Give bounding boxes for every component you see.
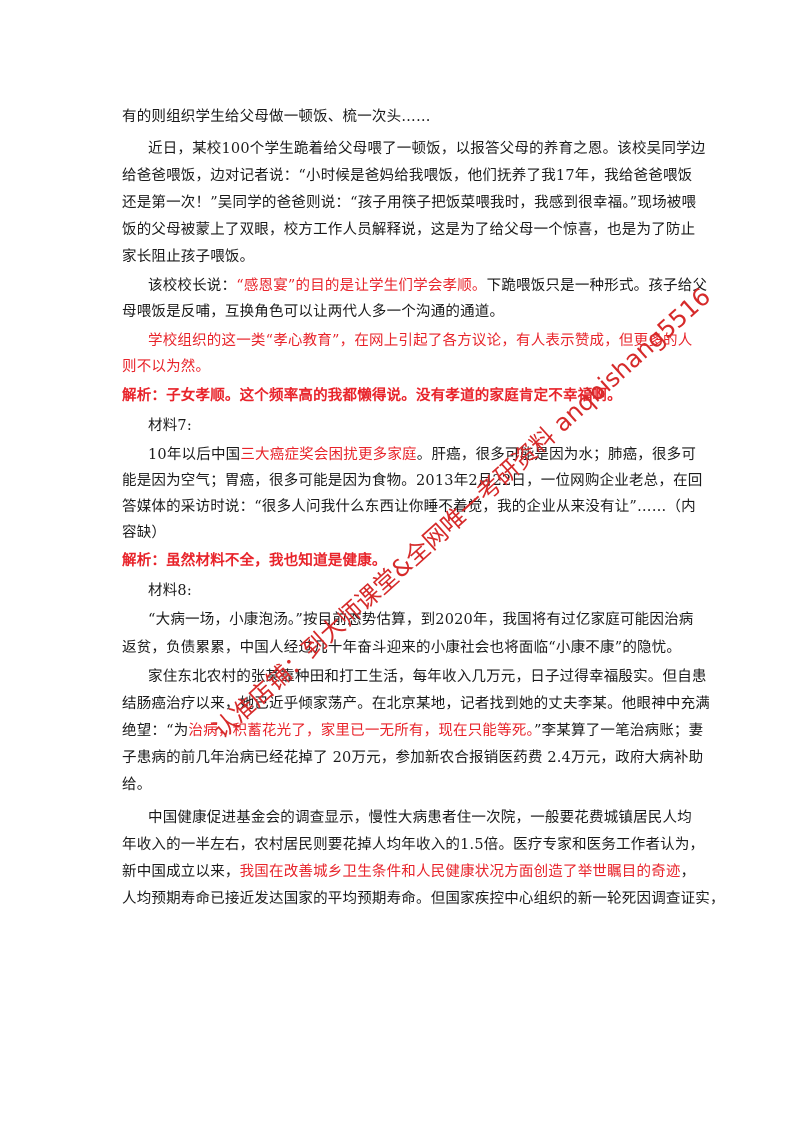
text-line: 答媒体的采访时说：“很多人问我什么东西让你睡不着觉，我的企业从来没有让”……（内 bbox=[0, 497, 800, 517]
text-line: 家长阻止孩子喂饭。 bbox=[0, 247, 800, 267]
highlighted-text: 三大癌症奖会困扰更多家庭 bbox=[240, 447, 417, 463]
highlighted-text: “感恩宴”的目的是让学生们学会孝顺。 bbox=[236, 278, 487, 294]
text-line: 该校校长说：“感恩宴”的目的是让学生们学会孝顺。下跪喂饭只是一种形式。孩子给父 bbox=[0, 276, 800, 296]
text-line: 返贫，负债累累，中国人经过几十年奋斗迎来的小康社会也将面临“小康不康”的隐忧。 bbox=[0, 638, 800, 658]
text-segment: 材料7: bbox=[148, 418, 192, 434]
text-line: 还是第一次！”吴同学的爸爸则说：“孩子用筷子把饭菜喂我时，我感到很幸福。”现场被… bbox=[0, 193, 800, 213]
text-line: 能是因为空气；胃癌，很多可能是因为食物。2013年2月22日，一位网购企业老总，… bbox=[0, 471, 800, 491]
text-line: 解析：虽然材料不全，我也知道是健康。 bbox=[0, 551, 800, 571]
text-line: 容缺） bbox=[0, 523, 800, 543]
text-segment: 人均预期寿命已接近发达国家的平均预期寿命。但国家疾控中心组织的新一轮死因调查证实… bbox=[122, 891, 725, 907]
text-line: 人均预期寿命已接近发达国家的平均预期寿命。但国家疾控中心组织的新一轮死因调查证实… bbox=[0, 889, 800, 909]
text-line: 材料8: bbox=[0, 581, 800, 601]
text-segment: 年收入的一半左右，农村居民则要花掉人均年收入的1.5倍。医疗专家和医务工作者认为… bbox=[122, 837, 705, 853]
text-line: 母喂饭是反哺，互换角色可以让两代人多一个沟通的通道。 bbox=[0, 302, 800, 322]
text-segment: “大病一场，小康泡汤。”按目前态势估算，到2020年，我国将有过亿家庭可能因治病 bbox=[148, 612, 694, 628]
text-segment: 能是因为空气；胃癌，很多可能是因为食物。2013年2月22日，一位网购企业老总，… bbox=[122, 473, 703, 489]
text-segment: 近日，某校100个学生跪着给父母喂了一顿饭，以报答父母的养育之恩。该校吴同学边 bbox=[148, 141, 706, 157]
text-segment: 绝望：“为 bbox=[122, 723, 189, 739]
text-segment: 返贫，负债累累，中国人经过几十年奋斗迎来的小康社会也将面临“小康不康”的隐忧。 bbox=[122, 640, 682, 656]
text-line: 材料7: bbox=[0, 416, 800, 436]
text-line: 新中国成立以来，我国在改善城乡卫生条件和人民健康状况方面创造了举世瞩目的奇迹， bbox=[0, 862, 800, 882]
text-line: 给。 bbox=[0, 775, 800, 795]
text-segment: 子患病的前几年治病已经花掉了 20万元，参加新农合报销医药费 2.4万元，政府大… bbox=[122, 750, 704, 766]
text-segment: 有的则组织学生给父母做一顿饭、梳一次头…… bbox=[122, 109, 431, 125]
text-line: 给爸爸喂饭，边对记者说：“小时候是爸妈给我喂饭，他们抚养了我17年，我给爸爸喂饭 bbox=[0, 166, 800, 186]
text-line: 解析：子女孝顺。这个频率高的我都懒得说。没有孝道的家庭肯定不幸福啊。 bbox=[0, 386, 800, 406]
highlighted-text: 学校组织的这一类“孝心教育”，在网上引起了各方议论，有人表示赞成，但更多的人 bbox=[148, 333, 693, 349]
highlighted-text: 则不以为然。 bbox=[122, 359, 211, 375]
text-segment: 母喂饭是反哺，互换角色可以让两代人多一个沟通的通道。 bbox=[122, 304, 505, 320]
text-segment: ， bbox=[680, 864, 696, 880]
text-segment: 家长阻止孩子喂饭。 bbox=[122, 249, 255, 265]
text-segment: 家住东北农村的张某靠种田和打工生活，每年收入几万元，日子过得幸福殷实。但自患 bbox=[148, 669, 707, 685]
text-segment: 给爸爸喂饭，边对记者说：“小时候是爸妈给我喂饭，他们抚养了我17年，我给爸爸喂饭 bbox=[122, 168, 693, 184]
text-line: 年收入的一半左右，农村居民则要花掉人均年收入的1.5倍。医疗专家和医务工作者认为… bbox=[0, 835, 800, 855]
text-segment: 材料8: bbox=[148, 583, 192, 599]
text-line: 中国健康促进基金会的调查显示，慢性大病患者住一次院，一般要花费城镇居民人均 bbox=[0, 808, 800, 828]
text-segment: 该校校长说： bbox=[148, 278, 237, 294]
text-line: 近日，某校100个学生跪着给父母喂了一顿饭，以报答父母的养育之恩。该校吴同学边 bbox=[0, 139, 800, 159]
text-segment: 给。 bbox=[122, 777, 152, 793]
text-segment: 答媒体的采访时说：“很多人问我什么东西让你睡不着觉，我的企业从来没有让”……（内 bbox=[122, 499, 696, 515]
text-line: 有的则组织学生给父母做一顿饭、梳一次头…… bbox=[0, 107, 800, 127]
highlighted-text: 治病，积蓄花光了，家里已一无所有，现在只能等死。 bbox=[188, 723, 534, 739]
text-segment: ”李某算了一笔治病账；妻 bbox=[533, 723, 704, 739]
text-segment: 还是第一次！”吴同学的爸爸则说：“孩子用筷子把饭菜喂我时，我感到很幸福。”现场被… bbox=[122, 195, 697, 211]
text-segment: 新中国成立以来， bbox=[122, 864, 240, 880]
text-line: 饭的父母被蒙上了双眼，校方工作人员解释说，这是为了给父母一个惊喜，也是为了防止 bbox=[0, 220, 800, 240]
text-line: 绝望：“为治病，积蓄花光了，家里已一无所有，现在只能等死。”李某算了一笔治病账；… bbox=[0, 721, 800, 741]
analysis-text: 解析：子女孝顺。这个频率高的我都懒得说。没有孝道的家庭肯定不幸福啊。 bbox=[122, 387, 622, 404]
text-line: “大病一场，小康泡汤。”按目前态势估算，到2020年，我国将有过亿家庭可能因治病 bbox=[0, 610, 800, 630]
text-line: 子患病的前几年治病已经花掉了 20万元，参加新农合报销医药费 2.4万元，政府大… bbox=[0, 748, 800, 768]
text-segment: 结肠癌治疗以来，她已近乎倾家荡产。在北京某地，记者找到她的丈夫李某。他眼神中充满 bbox=[122, 696, 710, 712]
analysis-text: 解析：虽然材料不全，我也知道是健康。 bbox=[122, 552, 387, 569]
text-segment: 。肝癌，很多可能是因为水；肺癌，很多可 bbox=[416, 447, 697, 463]
text-line: 10年以后中国三大癌症奖会困扰更多家庭。肝癌，很多可能是因为水；肺癌，很多可 bbox=[0, 445, 800, 465]
text-segment: 10年以后中国 bbox=[148, 447, 241, 463]
text-line: 则不以为然。 bbox=[0, 357, 800, 377]
text-line: 结肠癌治疗以来，她已近乎倾家荡产。在北京某地，记者找到她的丈夫李某。他眼神中充满 bbox=[0, 694, 800, 714]
text-segment: 容缺） bbox=[122, 525, 167, 541]
text-line: 学校组织的这一类“孝心教育”，在网上引起了各方议论，有人表示赞成，但更多的人 bbox=[0, 331, 800, 351]
highlighted-text: 我国在改善城乡卫生条件和人民健康状况方面创造了举世瞩目的奇迹 bbox=[239, 864, 681, 880]
text-segment: 下跪喂饭只是一种形式。孩子给父 bbox=[486, 278, 708, 294]
text-segment: 饭的父母被蒙上了双眼，校方工作人员解释说，这是为了给父母一个惊喜，也是为了防止 bbox=[122, 222, 696, 238]
text-segment: 中国健康促进基金会的调查显示，慢性大病患者住一次院，一般要花费城镇居民人均 bbox=[148, 810, 692, 826]
text-line: 家住东北农村的张某靠种田和打工生活，每年收入几万元，日子过得幸福殷实。但自患 bbox=[0, 667, 800, 687]
